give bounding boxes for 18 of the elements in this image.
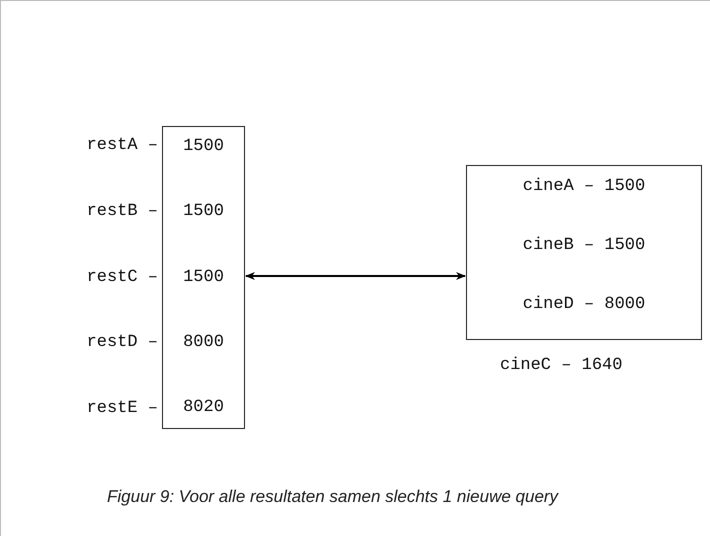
value-text: 1500 — [183, 202, 224, 222]
value-text: cineC – 1640 — [500, 356, 622, 376]
row-label: restA – — [86, 136, 158, 156]
value-text: cineD – 8000 — [522, 295, 646, 315]
value-text: 1500 — [183, 137, 224, 157]
value-box — [162, 126, 245, 429]
row-label: restE – — [86, 399, 158, 419]
row-label: restD – — [86, 333, 158, 354]
value-text: 1500 — [183, 268, 224, 288]
double-arrow — [245, 272, 466, 280]
value-text: 8020 — [183, 398, 224, 418]
value-text: cineA – 1500 — [522, 177, 646, 197]
value-text: cineB – 1500 — [522, 236, 646, 256]
value-box — [466, 165, 702, 340]
row-label: restB – — [86, 202, 158, 222]
row-label: restC – — [86, 268, 158, 288]
figure-caption: Figuur 9: Voor alle resultaten samen slechts 1 nieuwe query — [107, 486, 558, 508]
value-text: 8000 — [183, 332, 224, 353]
